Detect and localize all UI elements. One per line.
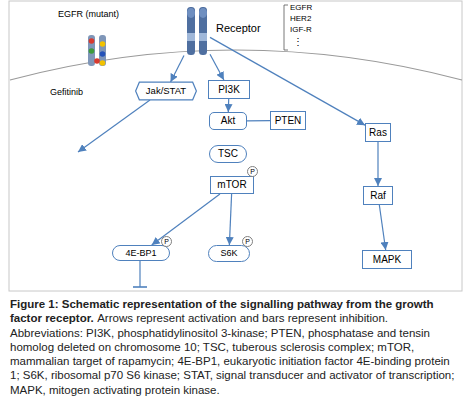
- membrane-span: [199, 33, 207, 41]
- mutant-receptor: EGFR (mutant): [82, 33, 112, 67]
- receptor-domain: [187, 8, 195, 18]
- receptor-drawing: [82, 33, 112, 67]
- mutation-dot: [89, 48, 95, 54]
- pathway-box: S6K: [208, 245, 250, 262]
- node-label: PI3K: [209, 81, 249, 98]
- activation-arrow: [78, 100, 150, 152]
- phospho-mark: P: [247, 166, 258, 177]
- node-label: P: [248, 167, 257, 176]
- pathway-box: 4E-BP1: [112, 245, 170, 261]
- figure-frame: [9, 1, 462, 291]
- node-label: P: [243, 237, 252, 246]
- pathway-box: PI3K: [208, 80, 250, 99]
- activation-arrow: [171, 56, 184, 82]
- node-label: PTEN: [271, 112, 305, 129]
- node-heading: EGFR (mutant): [58, 10, 119, 19]
- receptor-drawing: [184, 3, 210, 57]
- receptor-icon: Receptor: [184, 3, 210, 57]
- pathway-box: Raf: [363, 186, 393, 205]
- activation-arrow: [228, 99, 230, 112]
- mutation-dot: [100, 60, 106, 66]
- list-bracket: [284, 5, 288, 50]
- node-heading: Receptor: [216, 23, 261, 34]
- node-label: Jak/STAT: [135, 82, 197, 100]
- mutation-dot: [89, 38, 95, 44]
- phospho-mark: P: [161, 236, 172, 247]
- mutation-dot: [100, 51, 106, 57]
- mutation-dot: [94, 58, 100, 64]
- receptor-chain: [88, 35, 95, 66]
- node-label: S6K: [209, 246, 249, 261]
- node-label: mTOR: [211, 177, 253, 193]
- node-label: 4E-BP1: [113, 246, 169, 260]
- node-label: P: [162, 237, 171, 246]
- figure-caption: Figure 1: Schematic representation of th…: [10, 297, 462, 397]
- receptor-chain: [187, 7, 195, 55]
- pathway-box: mTOR: [210, 176, 254, 194]
- cell-membrane: [10, 50, 462, 80]
- inhibition-line: [139, 261, 140, 287]
- inhibitor-box: PTEN: [270, 111, 306, 130]
- node-label: MAPK: [363, 251, 411, 268]
- activation-arrow: [377, 142, 378, 186]
- pathway-box: Akt: [209, 112, 247, 130]
- activation-arrow: [152, 194, 220, 245]
- pathway-box: Ras: [365, 123, 391, 142]
- link-line: [247, 120, 270, 121]
- receptor-domain: [199, 8, 207, 18]
- pathway-box: TSC: [209, 145, 247, 163]
- hexagon-outline: [136, 82, 197, 100]
- membrane-span: [187, 33, 195, 41]
- ellipsis-mark: ⋮: [293, 37, 303, 47]
- activation-arrow: [379, 205, 385, 250]
- activation-arrow: [210, 37, 365, 125]
- node-label: TSC: [210, 146, 246, 162]
- caption-text: Arrows represent activation and bars rep…: [10, 312, 454, 395]
- activation-arrow: [210, 54, 224, 80]
- receptor-chain: [99, 35, 106, 66]
- node-label: Ras: [366, 124, 390, 141]
- receptor-name: HER2: [290, 15, 311, 23]
- drug-label: Gefitinib: [50, 88, 83, 97]
- receptor-name: EGFR: [290, 4, 312, 12]
- pathway-box: Jak/STAT: [135, 82, 197, 100]
- receptor-name: IGF-R: [290, 26, 312, 34]
- inhibition-bar: [133, 286, 147, 288]
- phospho-mark: P: [242, 236, 253, 247]
- mutation-dot: [100, 41, 106, 47]
- activation-arrow: [229, 194, 231, 245]
- pathway-box: MAPK: [362, 250, 412, 269]
- receptor-chain: [199, 7, 207, 55]
- node-label: Akt: [210, 113, 246, 129]
- node-label: Raf: [364, 187, 392, 204]
